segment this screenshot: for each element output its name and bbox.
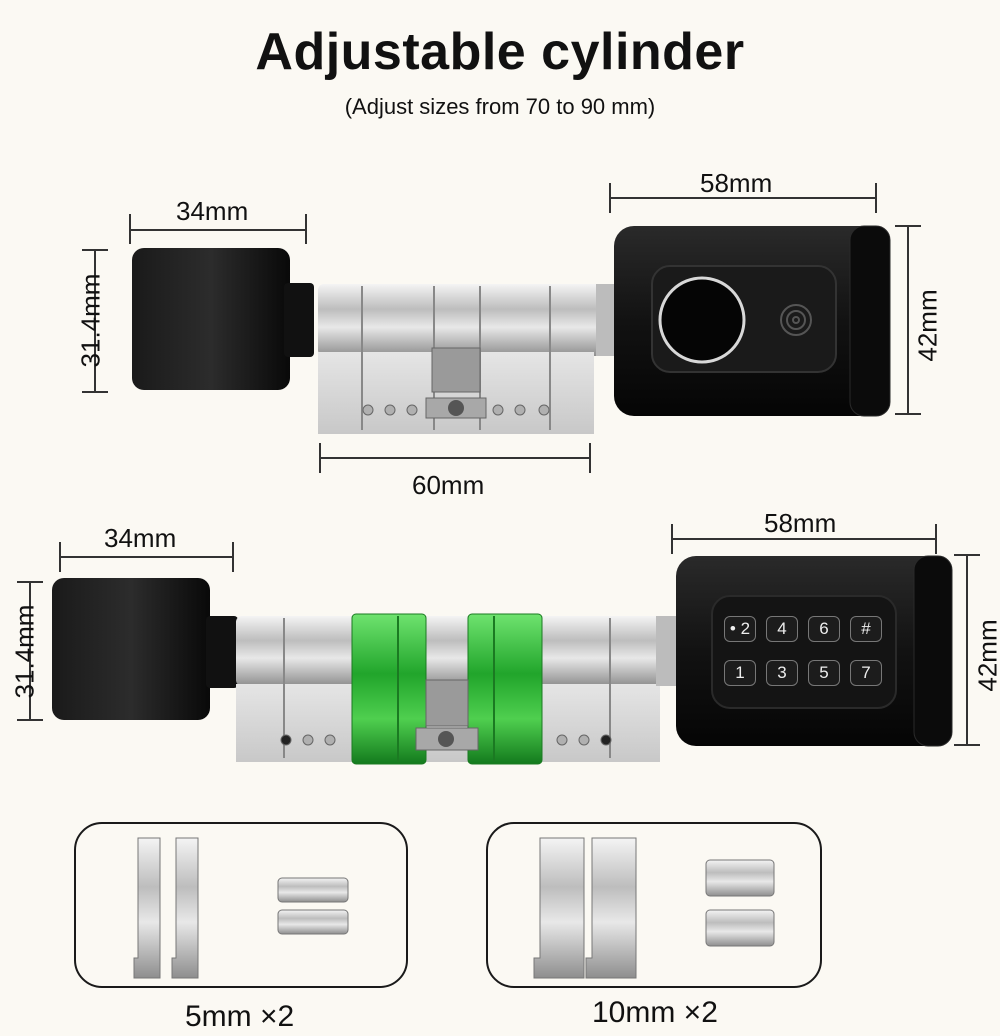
page-title: Adjustable cylinder xyxy=(255,23,745,81)
top-dimension-lines xyxy=(82,183,921,473)
accessory-box-5mm xyxy=(74,822,408,988)
bottom-knob-width-label: 34mm xyxy=(104,523,177,553)
keypad-key: • 2 xyxy=(724,616,756,642)
top-knob-width-label: 34mm xyxy=(176,196,249,226)
keypad-key: 3 xyxy=(766,660,798,686)
bottom-dimension-lines xyxy=(17,524,980,746)
accessory-box-10mm xyxy=(486,822,822,988)
keypad-key: 4 xyxy=(766,616,798,642)
bottom-body-width-label: 58mm xyxy=(764,508,837,538)
top-lock-drawing xyxy=(82,183,921,473)
accessory-label-10mm: 10mm ×2 xyxy=(592,996,718,1029)
top-body-width-label: 58mm xyxy=(700,168,773,198)
keypad-key: # xyxy=(850,616,882,642)
bottom-lock-illustration: • 2 4 6 # 1 3 5 7 34mm 31.4mm 58mm 42mm xyxy=(9,508,1000,765)
extension-pieces-10mm xyxy=(533,837,775,979)
page-subtitle: (Adjust sizes from 70 to 90 mm) xyxy=(344,94,656,119)
keypad-key: 6 xyxy=(808,616,840,642)
accessory-label-5mm: 5mm ×2 xyxy=(185,1000,295,1033)
bottom-knob-height-label: 31.4mm xyxy=(9,604,40,699)
extension-pieces-5mm xyxy=(133,837,349,979)
keypad: • 2 4 6 # 1 3 5 7 xyxy=(720,612,890,692)
keypad-key: 5 xyxy=(808,660,840,686)
keypad-key: 7 xyxy=(850,660,882,686)
top-lock-illustration: 34mm 31.4mm 58mm 42mm 60mm xyxy=(0,0,1000,510)
bottom-body-height-label: 42mm xyxy=(972,619,1000,692)
top-cylinder-length-label: 60mm xyxy=(412,470,485,500)
keypad-key: 1 xyxy=(724,660,756,686)
